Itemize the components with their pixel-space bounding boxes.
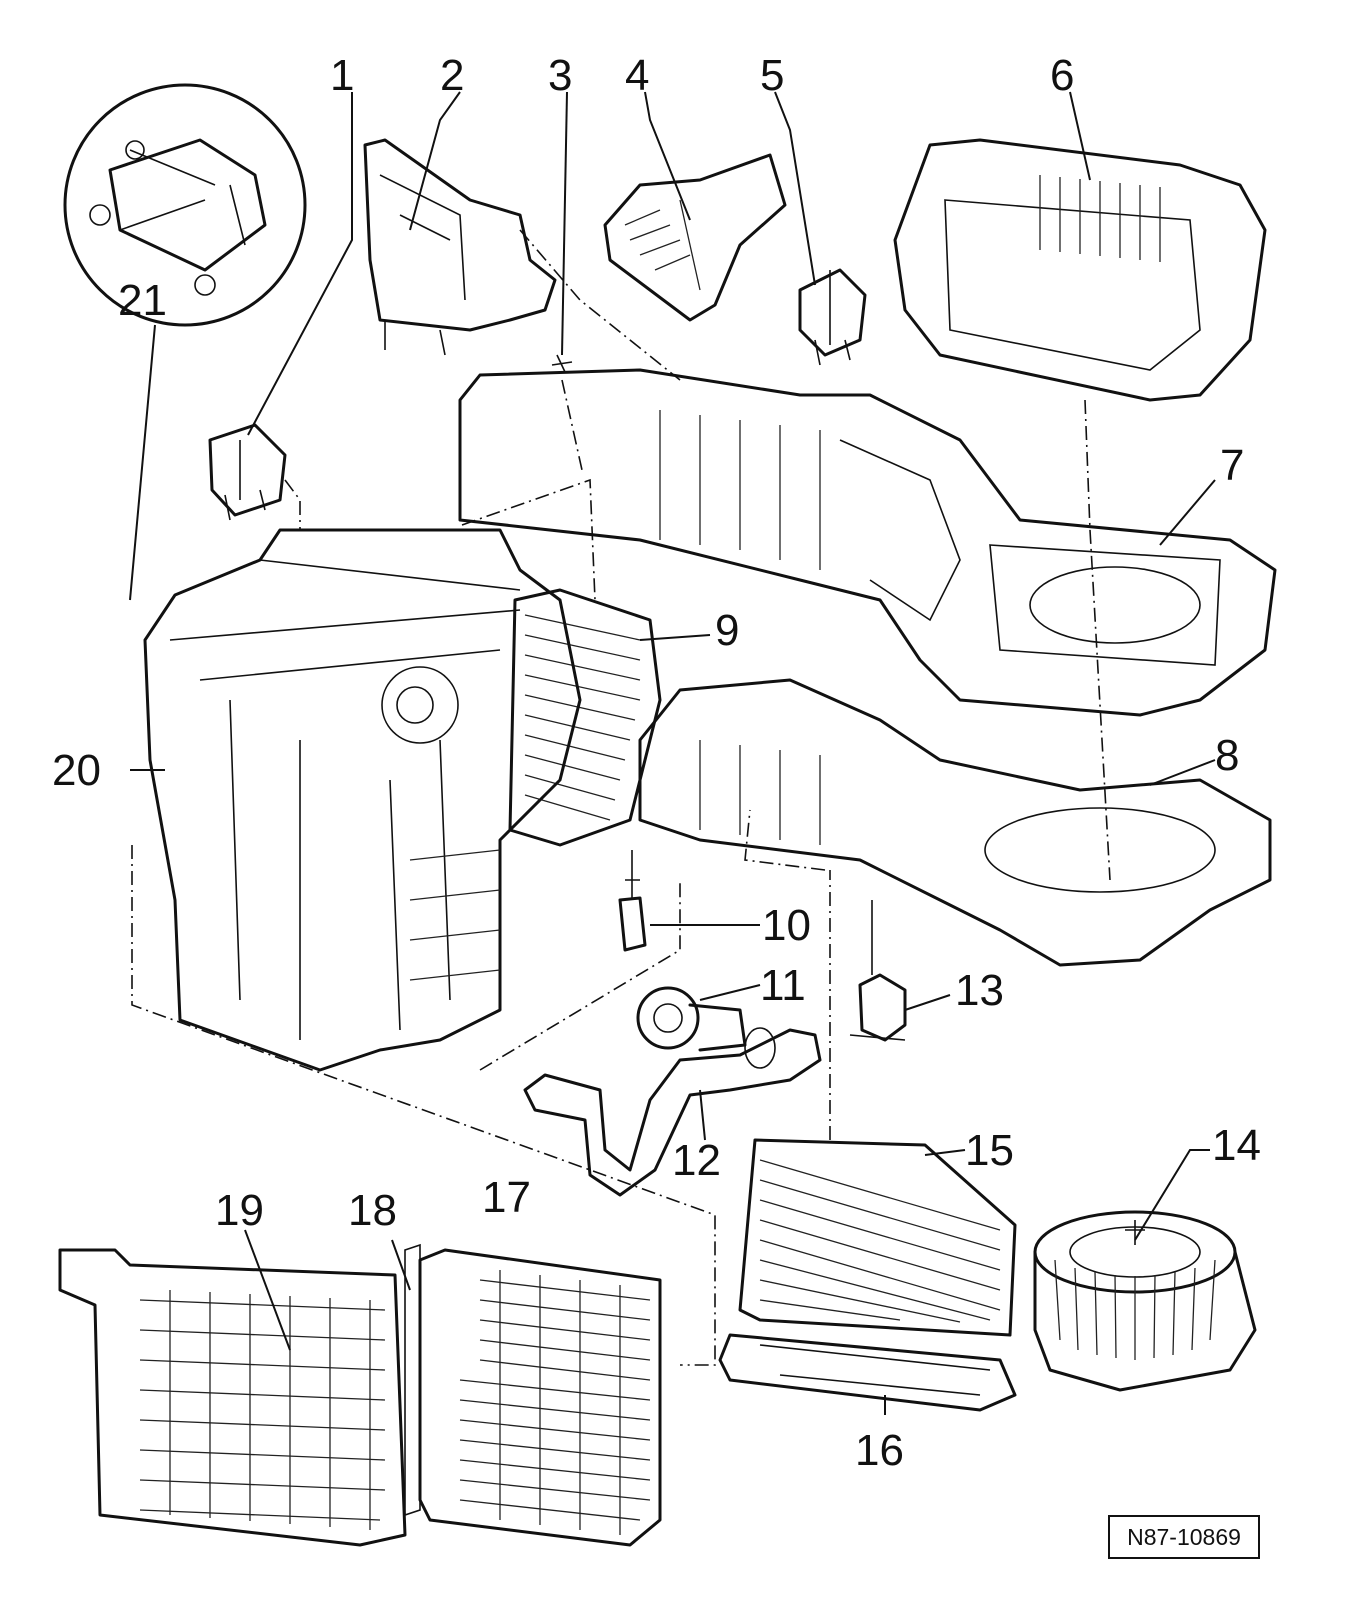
part-5-actuator xyxy=(798,268,867,366)
reference-code-box: N87-10869 xyxy=(1108,1515,1260,1559)
part-6-housing-cover xyxy=(893,138,1267,881)
part-14-blower-motor xyxy=(1033,1149,1257,1392)
callout-1: 1 xyxy=(330,51,354,100)
callout-18: 18 xyxy=(348,1186,397,1235)
callout-13: 13 xyxy=(955,966,1004,1015)
part-1-actuator xyxy=(208,423,301,530)
callout-9: 9 xyxy=(715,606,739,655)
callout-7: 7 xyxy=(1220,441,1244,490)
callout-19: 19 xyxy=(215,1186,264,1235)
part-11-valve xyxy=(636,984,761,1052)
part-18-seal xyxy=(391,1239,421,1517)
callout-21: 21 xyxy=(118,276,167,325)
part-15-pollen-filter xyxy=(738,809,1017,1337)
assembly-lines xyxy=(131,478,716,1366)
part-8-lower-duct xyxy=(638,678,1272,967)
callout-4: 4 xyxy=(625,51,649,100)
callout-leaders xyxy=(247,91,1216,786)
part-12-hose xyxy=(523,1027,822,1197)
part-9-filter-frame xyxy=(508,588,662,847)
callout-2: 2 xyxy=(440,51,464,100)
callout-14: 14 xyxy=(1212,1121,1261,1170)
part-10-sensor xyxy=(618,850,760,952)
callout-17: 17 xyxy=(482,1173,531,1222)
reference-code: N87-10869 xyxy=(1127,1524,1241,1550)
callout-6: 6 xyxy=(1050,51,1074,100)
callout-15: 15 xyxy=(965,1126,1014,1175)
part-4-duct xyxy=(603,153,787,322)
callout-5: 5 xyxy=(760,51,784,100)
callout-3: 3 xyxy=(548,51,572,100)
part-13-actuator xyxy=(849,900,951,1042)
callout-20: 20 xyxy=(52,746,101,795)
part-17-evaporator xyxy=(418,1248,662,1547)
callout-10: 10 xyxy=(762,901,811,950)
callout-16: 16 xyxy=(855,1426,904,1475)
part-7-upper-duct xyxy=(458,368,1277,717)
callout-labels: 1 2 3 4 5 6 7 8 9 10 11 12 13 14 15 16 1… xyxy=(52,51,1261,1475)
part-21-detail xyxy=(63,83,307,601)
part-2-bracket xyxy=(363,138,681,381)
callout-11: 11 xyxy=(760,961,806,1010)
part-19-heater-core xyxy=(58,1229,407,1547)
part-20-main-housing xyxy=(130,528,582,1072)
callout-8: 8 xyxy=(1215,731,1239,780)
part-16-filter-cover xyxy=(718,1333,1017,1415)
part-3-screw xyxy=(551,354,583,471)
callout-12: 12 xyxy=(672,1136,721,1185)
